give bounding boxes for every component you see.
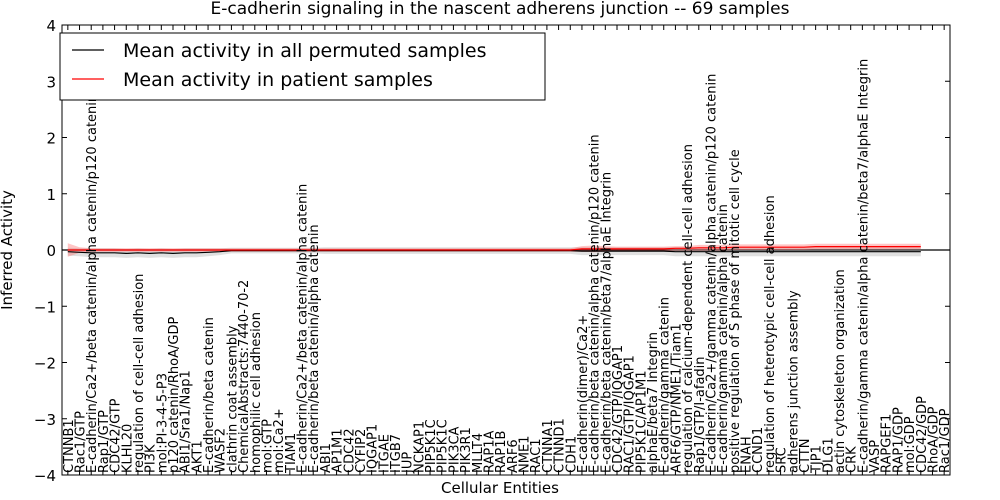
x-tick-label: E-cadherin/beta catenin/alpha catenin (307, 224, 322, 473)
x-tick-label: E-cadherin/Ca2+/beta catenin/alpha caten… (85, 94, 100, 473)
x-tick-label: AKT1 (190, 440, 205, 473)
x-tick-label: PI3K (144, 444, 159, 473)
y-tick-label: 3 (46, 73, 56, 91)
x-tick-label: CDC42/GTP/IQGAP1 (611, 345, 626, 473)
x-tick-label: E-cadherin/Ca2+/beta catenin/alpha caten… (296, 184, 311, 473)
x-tick-label: E-cadherin/beta catenin (202, 317, 217, 473)
legend-box (59, 32, 546, 101)
x-tick-label: actin cytoskeleton organization (833, 269, 848, 473)
x-tick-label: ABI1 (319, 443, 334, 473)
x-tick-label: IQGAP1 (366, 424, 381, 473)
legend-label-2: Mean activity in patient samples (123, 69, 433, 91)
x-tick-label: JUP (401, 452, 416, 474)
x-tick-label: PIP5K1C/AP1M1 (634, 370, 649, 473)
x-tick-label: CYFIP2 (354, 429, 369, 473)
x-tick-label: KLHL20 (120, 424, 135, 473)
x-tick-label: DLG1 (821, 437, 836, 473)
y-axis-label: Inferred Activity (0, 190, 16, 310)
x-tick-label: ITGB7 (389, 434, 404, 473)
x-tick-label: CCND1 (751, 427, 766, 473)
series-2-line (67, 246, 921, 251)
x-tick-label: CTNND1 (553, 418, 568, 473)
x-tick-label: E-cadherin/gamma catenin (658, 297, 673, 473)
x-tick-label: PIP5K1C (436, 419, 451, 473)
x-tick-label: ITGAE (377, 434, 392, 473)
x-tick-label: E-cadherin/Ca2+/gamma catenin/alpha cate… (705, 74, 720, 473)
x-tick-label: CRK (845, 446, 860, 473)
x-tick-label: RAP1A (483, 430, 498, 473)
y-tick-label: −4 (34, 467, 56, 485)
x-tick-label: VASP (868, 440, 883, 473)
x-tick-label: CDC42/GDP (915, 396, 930, 473)
y-tick-label: 4 (46, 17, 56, 35)
x-tick-label: RhoA/GDP (927, 406, 942, 473)
x-tick-label: TIAM1 (284, 433, 299, 474)
x-tick-label: SRC (775, 447, 790, 473)
x-tick-label: RAC1/GTP/IQGAP1 (623, 355, 638, 473)
x-tick-label: CDC42 (342, 428, 357, 473)
x-tick-label: CTTN (798, 439, 813, 473)
x-tick-label: E-cadherin/gamma catenin/alpha catenin (716, 204, 731, 473)
x-tick-label: NME1 (518, 436, 533, 473)
x-tick-label: PIP5K1C (424, 419, 439, 473)
y-tick-label: 1 (46, 186, 56, 204)
x-tick-label: RAC1 (529, 438, 544, 473)
x-axis-label: Cellular Entities (441, 479, 559, 497)
chart-title: E-cadherin signaling in the nascent adhe… (211, 0, 790, 19)
x-tick-label: ARF6/GTP/NME1/Tiam1 (669, 323, 684, 473)
x-tick-label: ENAH (740, 436, 755, 473)
x-tick-label: E-cadherin/beta catenin/beta7/alphaE Int… (599, 172, 614, 473)
x-tick-label: E-cadherin(dimer)/Ca2+ (576, 315, 591, 473)
x-tick-label: regulation of cell-cell adhesion (132, 274, 147, 473)
x-tick-label: adherens junction assembly (786, 290, 801, 473)
x-tick-label: PIK3R1 (459, 427, 474, 473)
x-tick-label: regulation of heterotypic cell-cell adhe… (763, 195, 778, 473)
y-tick-label: −2 (34, 355, 56, 373)
x-tick-label: E-cadherin/gamma catenin/alpha catenin/b… (856, 59, 871, 473)
x-tick-label: RAP1/GDP (891, 407, 906, 473)
x-tick-label: ABI1/Sra1/Nap1 (179, 370, 194, 473)
x-tick-label: mol:GTP (261, 419, 276, 473)
x-tick-label: CDH1 (564, 436, 579, 473)
legend-label-1: Mean activity in all permuted samples (123, 40, 486, 62)
x-tick-label: Rac1/GDP (938, 408, 953, 473)
y-tick-label: 0 (46, 242, 56, 260)
x-tick-label: TJP1 (810, 445, 825, 474)
x-tick-label: MLLT4 (471, 433, 486, 473)
x-tick-label: Rap1/GTP (97, 410, 112, 473)
x-tick-label: positive regulation of S phase of mitoti… (728, 149, 743, 473)
y-tick-label: −3 (34, 411, 56, 429)
x-tick-label: NCKAP1 (412, 421, 427, 473)
x-tick-label: ChemicalAbstracts:7440-70-2 (237, 280, 252, 473)
x-tick-label: p120 catenin/RhoA/GDP (167, 317, 182, 473)
x-tick-label: PIK3CA (447, 426, 462, 473)
x-tick-label: mol:Ca2+ (272, 408, 287, 473)
x-tick-label: homophilic cell adhesion (249, 312, 264, 473)
x-tick-label: Rac1/GTP (74, 411, 89, 473)
x-tick-label: AP1M1 (331, 429, 346, 474)
x-tick-label: clathrin coat assembly (225, 325, 240, 473)
x-tick-label: ARF6 (506, 439, 521, 473)
x-tick-label: RAPGEF1 (880, 414, 895, 473)
x-tick-label: CTNNA1 (541, 419, 556, 473)
x-tick-label: regulation of calcium-dependent cell-cel… (681, 144, 696, 473)
x-tick-label: E-cadherin/beta catenin/alpha catenin/p1… (588, 134, 603, 473)
y-tick-label: −1 (34, 298, 56, 316)
x-tick-label: CDC42/GTP (109, 398, 124, 473)
x-tick-label: mol:PI-3-4-5-P3 (155, 373, 170, 473)
x-tick-label: alphaE/beta7 Integrin (646, 332, 661, 473)
x-tick-label: mol:GDP (903, 416, 918, 473)
x-tick-label: Rap1/GTP/I-afadin (693, 356, 708, 473)
x-tick-label: CTNNB1 (62, 419, 77, 473)
plot-area: 43210−1−2−3−4CTNNB1Rac1/GTPE-cadherin/Ca… (34, 17, 953, 485)
x-tick-label: RAP1B (494, 431, 509, 473)
x-tick-label: WASF2 (214, 428, 229, 473)
y-tick-label: 2 (46, 130, 56, 148)
